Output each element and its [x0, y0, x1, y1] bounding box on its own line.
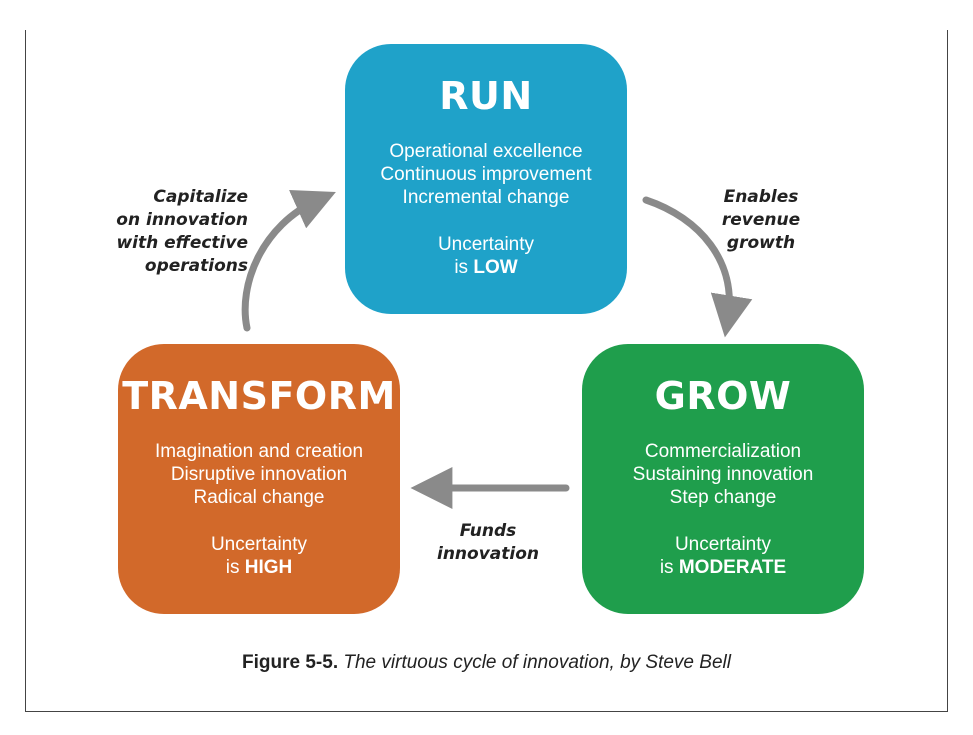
transform-line: Imagination and creation — [154, 441, 364, 462]
run-description: Operational excellence Continuous improv… — [345, 140, 627, 209]
run-uncertainty-prefix: is — [454, 257, 469, 278]
transform-uncertainty-label: Uncertainty — [210, 534, 308, 555]
funds-label-line: innovation — [437, 544, 539, 564]
run-uncertainty-label: Uncertainty — [437, 234, 535, 255]
transform-description: Imagination and creation Disruptive inno… — [118, 440, 400, 509]
transform-uncertainty-level: HIGH — [244, 557, 293, 578]
run-line: Incremental change — [402, 187, 570, 208]
frame-right-border — [947, 30, 948, 712]
grow-uncertainty: Uncertainty is MODERATE — [582, 533, 864, 579]
capitalize-label-line: operations — [144, 256, 248, 276]
arrow-run-to-grow — [642, 196, 753, 338]
grow-uncertainty-prefix: is — [659, 557, 674, 578]
run-box: RUN Operational excellence Continuous im… — [345, 44, 627, 314]
grow-line: Commercialization — [644, 441, 802, 462]
transform-uncertainty-prefix: is — [225, 557, 240, 578]
enables-label-line: Enables — [723, 187, 799, 207]
frame-left-border — [25, 30, 26, 712]
run-title: RUN — [439, 74, 533, 118]
grow-uncertainty-label: Uncertainty — [674, 534, 772, 555]
grow-title: GROW — [654, 374, 792, 418]
capitalize-label-line: with effective — [116, 233, 248, 253]
transform-line: Radical change — [193, 487, 325, 508]
enables-label-line: revenue — [721, 210, 801, 230]
funds-label: Funds innovation — [428, 520, 548, 566]
grow-uncertainty-level: MODERATE — [678, 557, 787, 578]
grow-line: Step change — [669, 487, 777, 508]
arrow-transform-to-run — [241, 189, 336, 332]
figure-caption: Figure 5-5. The virtuous cycle of innova… — [0, 652, 973, 674]
transform-line: Disruptive innovation — [170, 464, 348, 485]
capitalize-label: Capitalize on innovation with effective … — [96, 186, 248, 278]
run-uncertainty: Uncertainty is LOW — [345, 233, 627, 279]
run-line: Continuous improvement — [380, 164, 592, 185]
capitalize-label-line: on innovation — [116, 210, 248, 230]
transform-box: TRANSFORM Imagination and creation Disru… — [118, 344, 400, 614]
run-line: Operational excellence — [389, 141, 583, 162]
grow-line: Sustaining innovation — [632, 464, 814, 485]
grow-box: GROW Commercialization Sustaining innova… — [582, 344, 864, 614]
funds-label-line: Funds — [459, 521, 517, 541]
enables-label-line: growth — [726, 233, 796, 253]
enables-label: Enables revenue growth — [706, 186, 816, 255]
run-uncertainty-level: LOW — [473, 257, 518, 278]
capitalize-label-line: Capitalize — [153, 187, 248, 207]
grow-description: Commercialization Sustaining innovation … — [582, 440, 864, 509]
transform-title: TRANSFORM — [122, 374, 396, 418]
caption-label: Figure 5-5. — [242, 652, 339, 673]
transform-uncertainty: Uncertainty is HIGH — [118, 533, 400, 579]
caption-text: The virtuous cycle of innovation, by Ste… — [343, 652, 731, 673]
frame-bottom-border — [25, 711, 948, 712]
